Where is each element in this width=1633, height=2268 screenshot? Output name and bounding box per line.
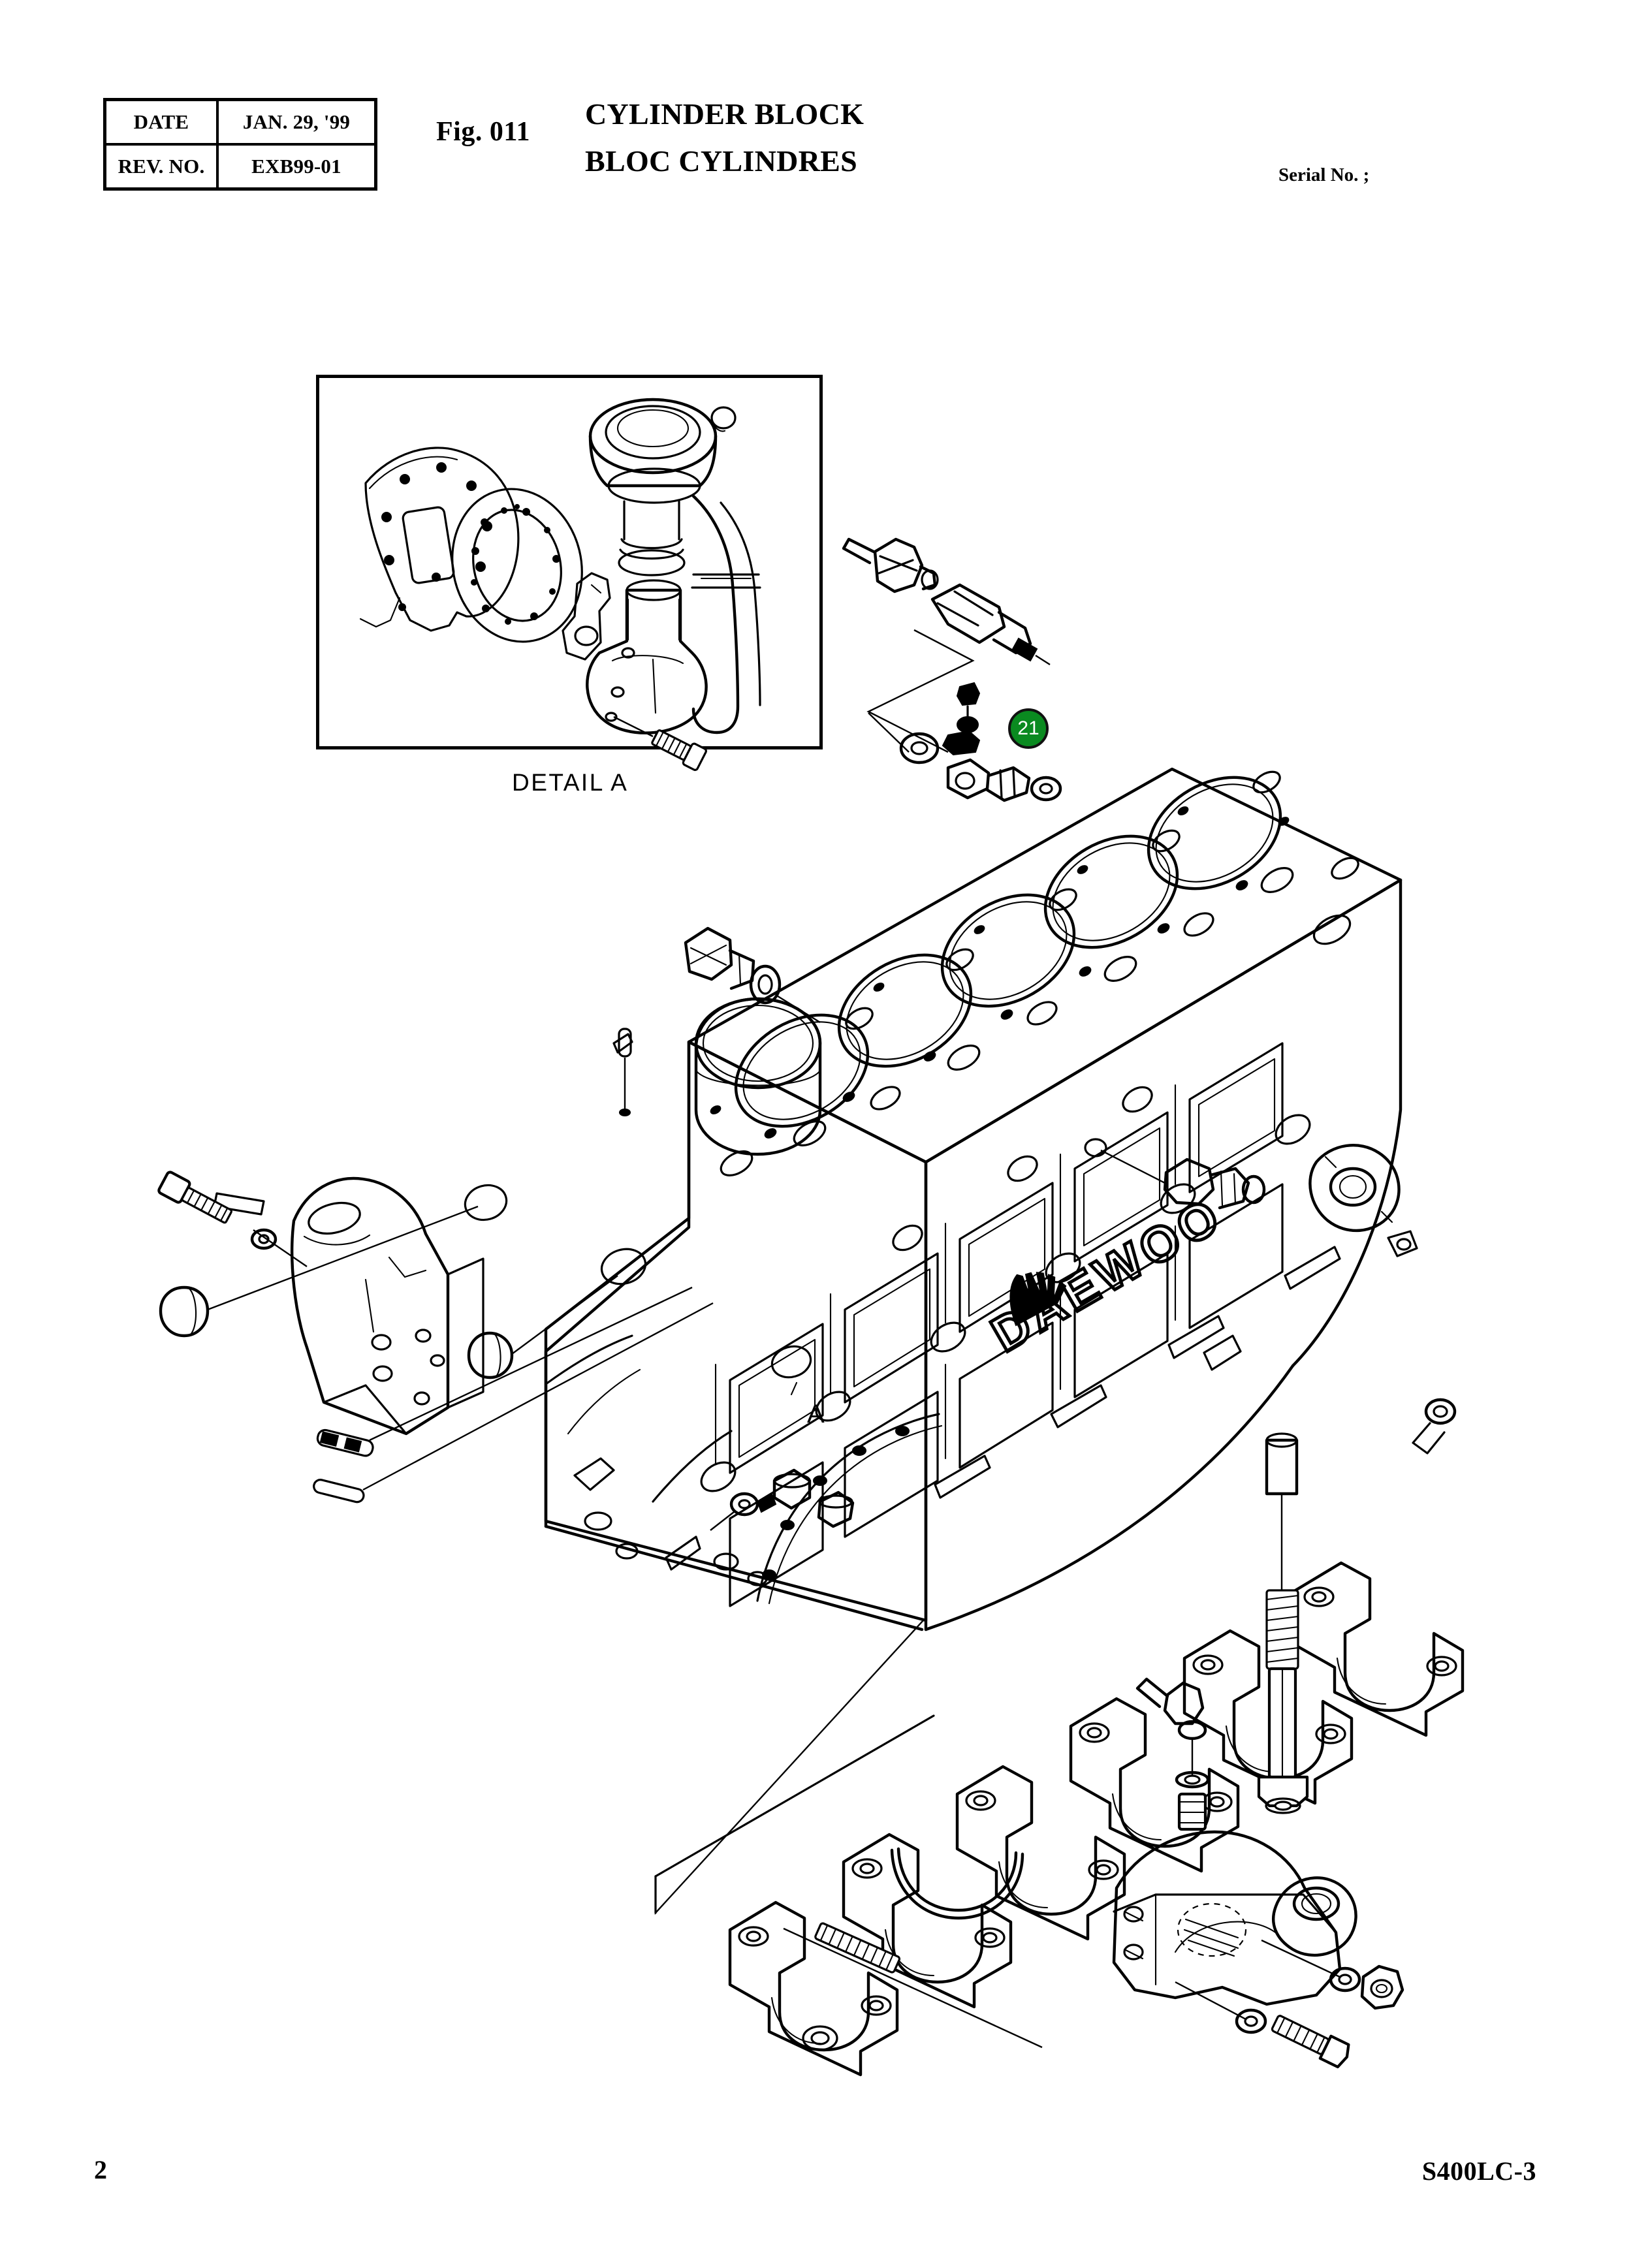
- table-row: DATE JAN. 29, '99: [106, 101, 374, 143]
- skirt-studs: [710, 1468, 855, 1531]
- bearing-cap: [842, 1833, 1013, 2009]
- page-title-english: CYLINDER BLOCK: [585, 97, 864, 131]
- engine-mount-bracket: [157, 1171, 714, 1504]
- bearing-cap: [1182, 1629, 1354, 1805]
- bearing-cap: [955, 1765, 1126, 1941]
- block-right-fittings: [1084, 1138, 1457, 1455]
- block-ribs: [714, 1084, 1177, 1465]
- revision-table: DATE JAN. 29, '99 REV. NO. EXB99-01: [103, 98, 377, 191]
- bearing-cap-bolts: [783, 1432, 1309, 2049]
- deck-holes: [710, 770, 1359, 1176]
- serial-number-label: Serial No. ;: [1278, 165, 1370, 185]
- callout-marker-21[interactable]: 21: [1008, 708, 1049, 749]
- lower-ribs: [934, 1246, 1341, 1499]
- oil-pressure-switch-group: [842, 537, 1051, 666]
- daewoo-emblem-text: DAEWOO: [981, 1185, 1233, 1364]
- date-value: JAN. 29, '99: [242, 110, 351, 133]
- callout-number: 21: [1017, 717, 1039, 739]
- block-left-skirt: [545, 1334, 768, 1586]
- bearing-cap: [1293, 1561, 1465, 1737]
- table-row: REV. NO. EXB99-01: [106, 143, 374, 187]
- main-bearing-caps: [654, 1561, 1465, 2077]
- block-side-windows-lower: [729, 1183, 1284, 1607]
- daewoo-shell-icon: [1009, 1272, 1067, 1327]
- rev-no-label: REV. NO.: [106, 146, 219, 187]
- tappet-bores: [700, 1086, 1311, 1492]
- page-title-french: BLOC CYLINDRES: [585, 144, 858, 178]
- cylinder-bores: [734, 776, 1282, 1128]
- date-label: DATE: [106, 101, 219, 143]
- page-number: 2: [94, 2155, 107, 2184]
- bellhousing-holes: [762, 1426, 910, 1580]
- detail-a-box: [316, 375, 823, 749]
- bearing-carrier-housing: [1112, 1830, 1404, 2069]
- rev-no-value: EXB99-01: [251, 155, 341, 178]
- detail-a-label: DETAIL A: [512, 769, 629, 796]
- figure-number: Fig. 011: [436, 117, 531, 147]
- long-bolt: [1257, 1589, 1309, 1814]
- section-reference-letter-a: A: [807, 1400, 825, 1428]
- bearing-cap: [1069, 1697, 1240, 1873]
- model-designation: S400LC-3: [1421, 2156, 1536, 2186]
- bearing-cap: [728, 1900, 899, 2077]
- block-front-bolt: [618, 926, 821, 1116]
- cylinder-block-main: DAEWOO: [213, 767, 1403, 1631]
- svg-text:DAEWOO: DAEWOO: [982, 1187, 1231, 1363]
